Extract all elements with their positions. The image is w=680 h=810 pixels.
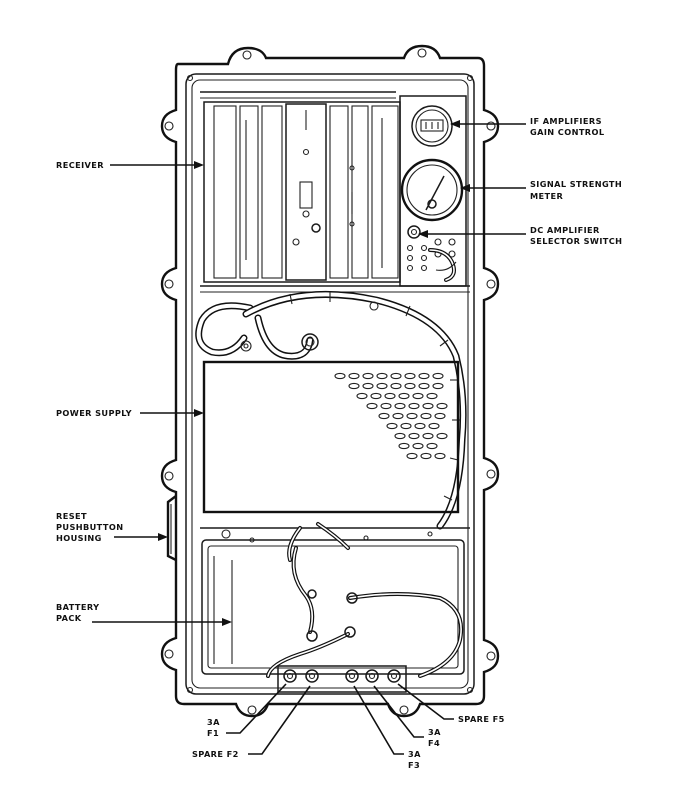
leader-lines [92,120,526,755]
label-selector-switch: SELECTOR SWITCH [530,236,622,246]
label-f3: F3 [408,760,420,770]
label-gain-control: GAIN CONTROL [530,127,605,137]
label-f1-rating: 3A [207,717,220,727]
label-power-supply: POWER SUPPLY [56,408,133,418]
signal-strength-meter [400,158,464,222]
control-panel [399,95,467,287]
chassis-frame [160,44,500,718]
label-if-amplifiers: IF AMPLIFIERS [530,116,602,126]
cable-harness [195,290,467,530]
label-dc-amplifier: DC AMPLIFIER [530,225,600,235]
reset-pushbutton-housing [166,495,177,562]
label-battery: BATTERY [56,602,100,612]
label-housing: HOUSING [56,533,102,543]
fuse-strip [277,665,407,693]
label-pushbutton: PUSHBUTTON [56,522,123,532]
label-meter: METER [530,191,564,201]
callout-labels: RECEIVER IF AMPLIFIERS GAIN CONTROL SIGN… [56,116,622,770]
receiver-module [200,91,470,293]
dc-amplifier-selector-switch [406,225,457,282]
label-spare-f2: SPARE F2 [192,749,239,759]
label-f1: F1 [207,728,219,738]
label-receiver: RECEIVER [56,160,104,170]
label-reset: RESET [56,511,87,521]
power-supply-module [202,360,460,514]
label-spare-f5: SPARE F5 [458,714,505,724]
label-pack: PACK [56,613,82,623]
label-signal-strength: SIGNAL STRENGTH [530,179,622,189]
label-f3-rating: 3A [408,749,421,759]
if-gain-control-knob [411,105,453,147]
battery-pack-module [200,522,470,678]
label-f4-rating: 3A [428,727,441,737]
label-f4: F4 [428,738,440,748]
